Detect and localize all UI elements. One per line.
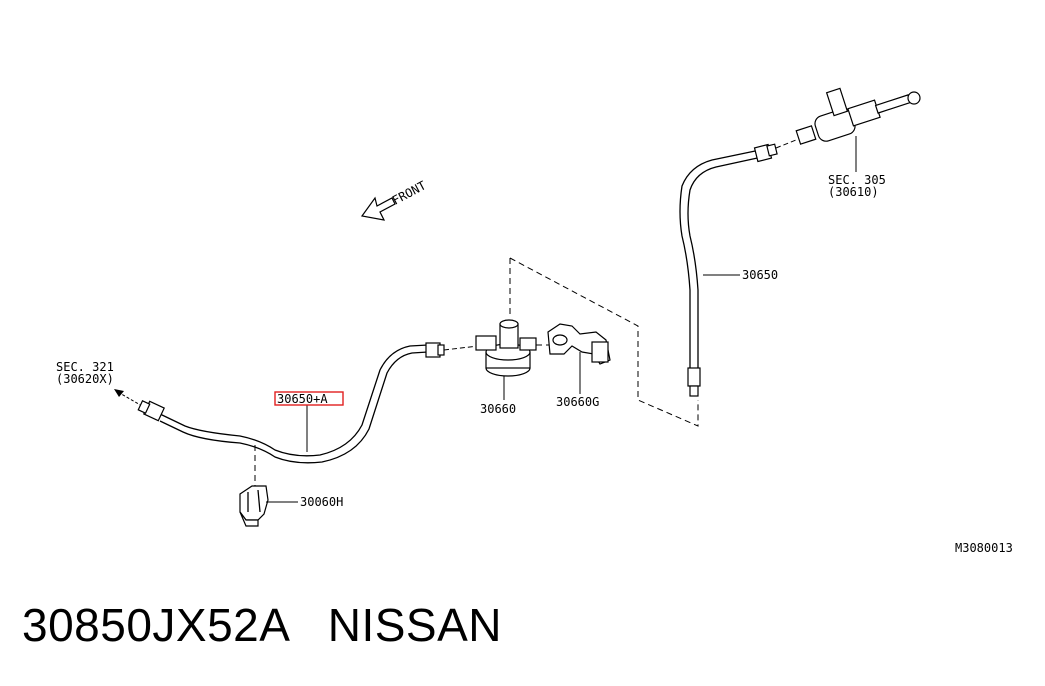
- part-30650-a-label[interactable]: 30650+A: [277, 392, 328, 406]
- upper-clutch-tube: [679, 143, 778, 397]
- part-30060h-label[interactable]: 30060H: [300, 495, 343, 509]
- highlighted-part-box: [274, 391, 344, 406]
- sec321-label: SEC. 321: [56, 360, 114, 374]
- sec305-sub-label: (30610): [828, 185, 879, 199]
- sec305-label: SEC. 305: [828, 173, 886, 187]
- part-title: 30850JX52A NISSAN: [22, 598, 502, 652]
- diagram-code: M3080013: [955, 541, 1013, 555]
- front-arrow-icon: [360, 196, 396, 221]
- lower-clutch-tube: [137, 342, 445, 464]
- bracket-30660g: [547, 323, 611, 365]
- damper-30660: [475, 319, 537, 377]
- part-30660-label[interactable]: 30660: [480, 402, 516, 416]
- brand-name: NISSAN: [327, 599, 503, 651]
- front-label: FRONT: [390, 178, 428, 207]
- sec321-pointer-arrow-icon: [114, 389, 143, 407]
- part-number: 30850JX52A: [22, 599, 288, 651]
- part-30660g-label[interactable]: 30660G: [556, 395, 599, 409]
- part-30650-label[interactable]: 30650: [742, 268, 778, 282]
- sec321-sub-label: (30620X): [56, 372, 114, 386]
- master-cylinder: [795, 87, 921, 145]
- clip-30060h: [239, 485, 269, 527]
